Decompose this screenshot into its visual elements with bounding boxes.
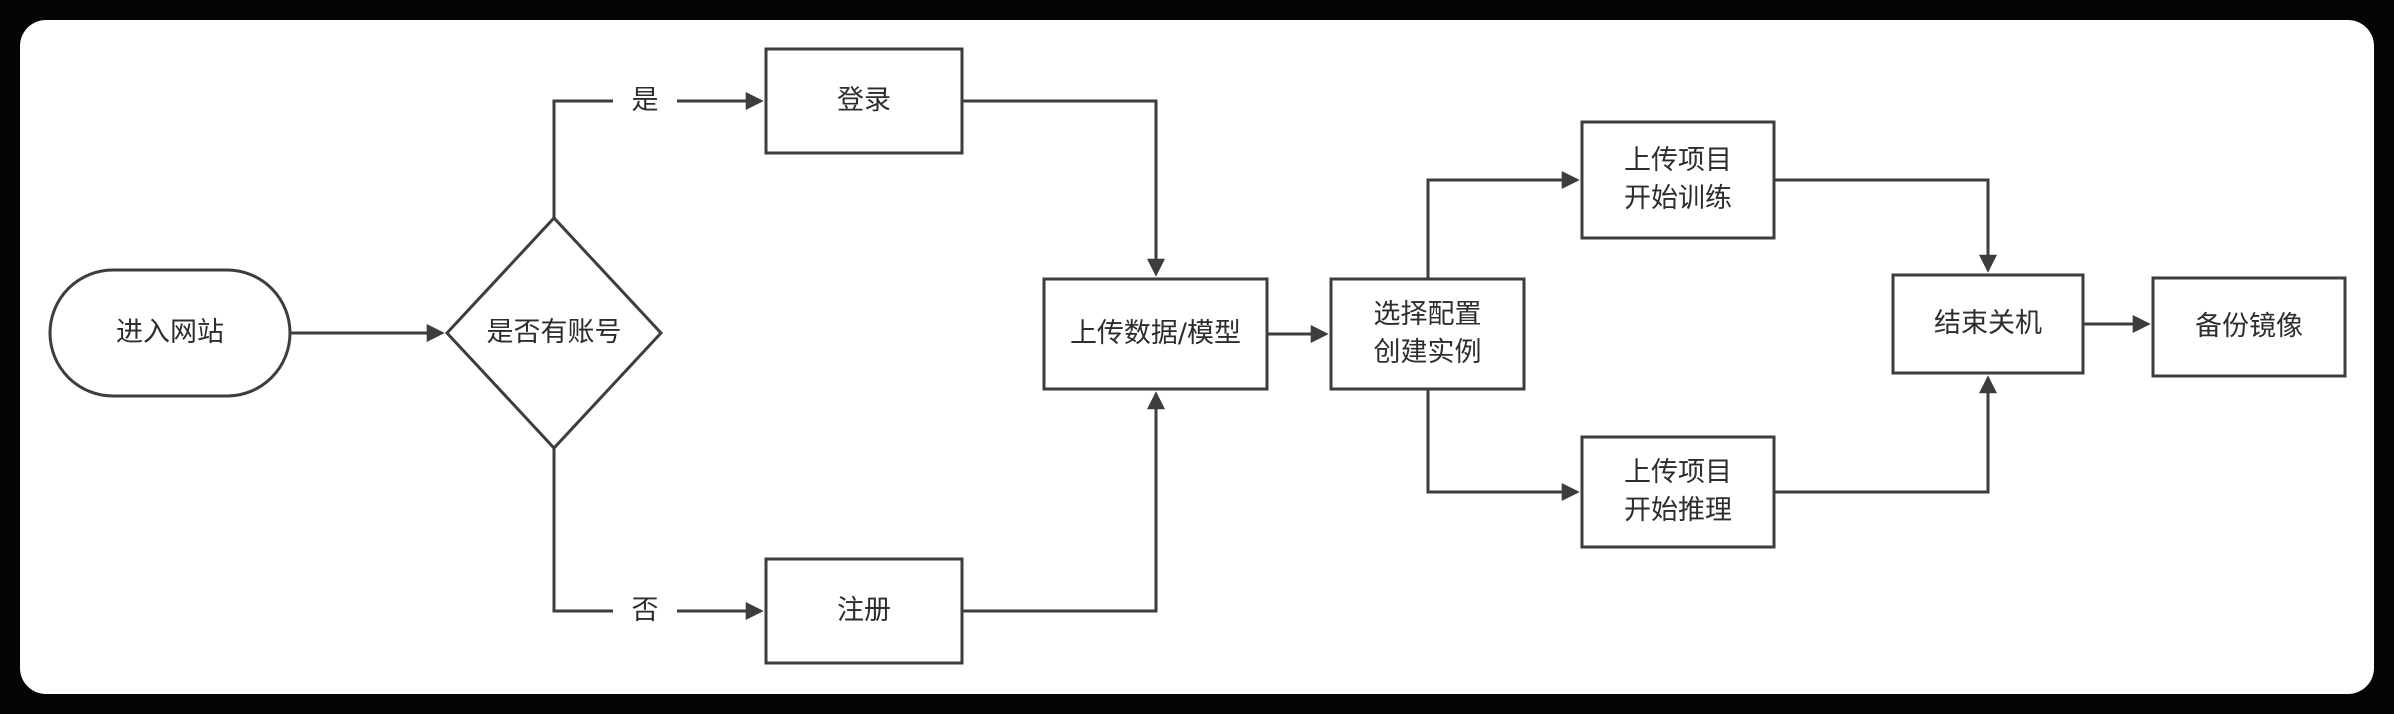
config-node-label: 选择配置 创建实例: [1373, 299, 1482, 368]
train-node-label: 上传项目 开始训练: [1624, 145, 1732, 214]
login-box-shape: [764, 47, 964, 155]
infer-node-label: 上传项目 开始推理: [1624, 457, 1732, 526]
edge-infer-to-shutdown: [1774, 375, 1997, 494]
edge-config-to-infer: [1426, 389, 1580, 501]
start-terminator-shape: [48, 268, 292, 398]
config-box-shape: [1329, 277, 1526, 391]
register-node-label: 注册: [837, 595, 891, 627]
edge-login-to-upload: [962, 99, 1165, 277]
edge-register-to-upload: [962, 391, 1165, 613]
start-node-label: 进入网站: [116, 317, 224, 349]
branch-label-yes: 是: [613, 81, 677, 121]
infer-box-shape: [1580, 435, 1776, 549]
shutdown-box-shape: [1891, 273, 2085, 375]
decision-node-label: 是否有账号: [486, 317, 622, 349]
edge-decision-no-to-register: [552, 448, 764, 620]
backup-box-shape: [2151, 276, 2347, 378]
login-node-label: 登录: [837, 85, 891, 117]
train-box-shape: [1580, 120, 1776, 240]
decision-diamond-shape: [444, 215, 664, 451]
edge-train-to-shutdown: [1774, 178, 1997, 273]
edge-decision-yes-to-login: [552, 92, 764, 218]
shutdown-node-label: 结束关机: [1934, 308, 2042, 340]
upload-box-shape: [1042, 277, 1269, 391]
upload-node-label: 上传数据/模型: [1069, 318, 1242, 350]
branch-label-no: 否: [613, 591, 677, 631]
register-box-shape: [764, 557, 964, 665]
edge-config-to-train: [1426, 171, 1580, 279]
backup-node-label: 备份镜像: [2195, 311, 2303, 343]
